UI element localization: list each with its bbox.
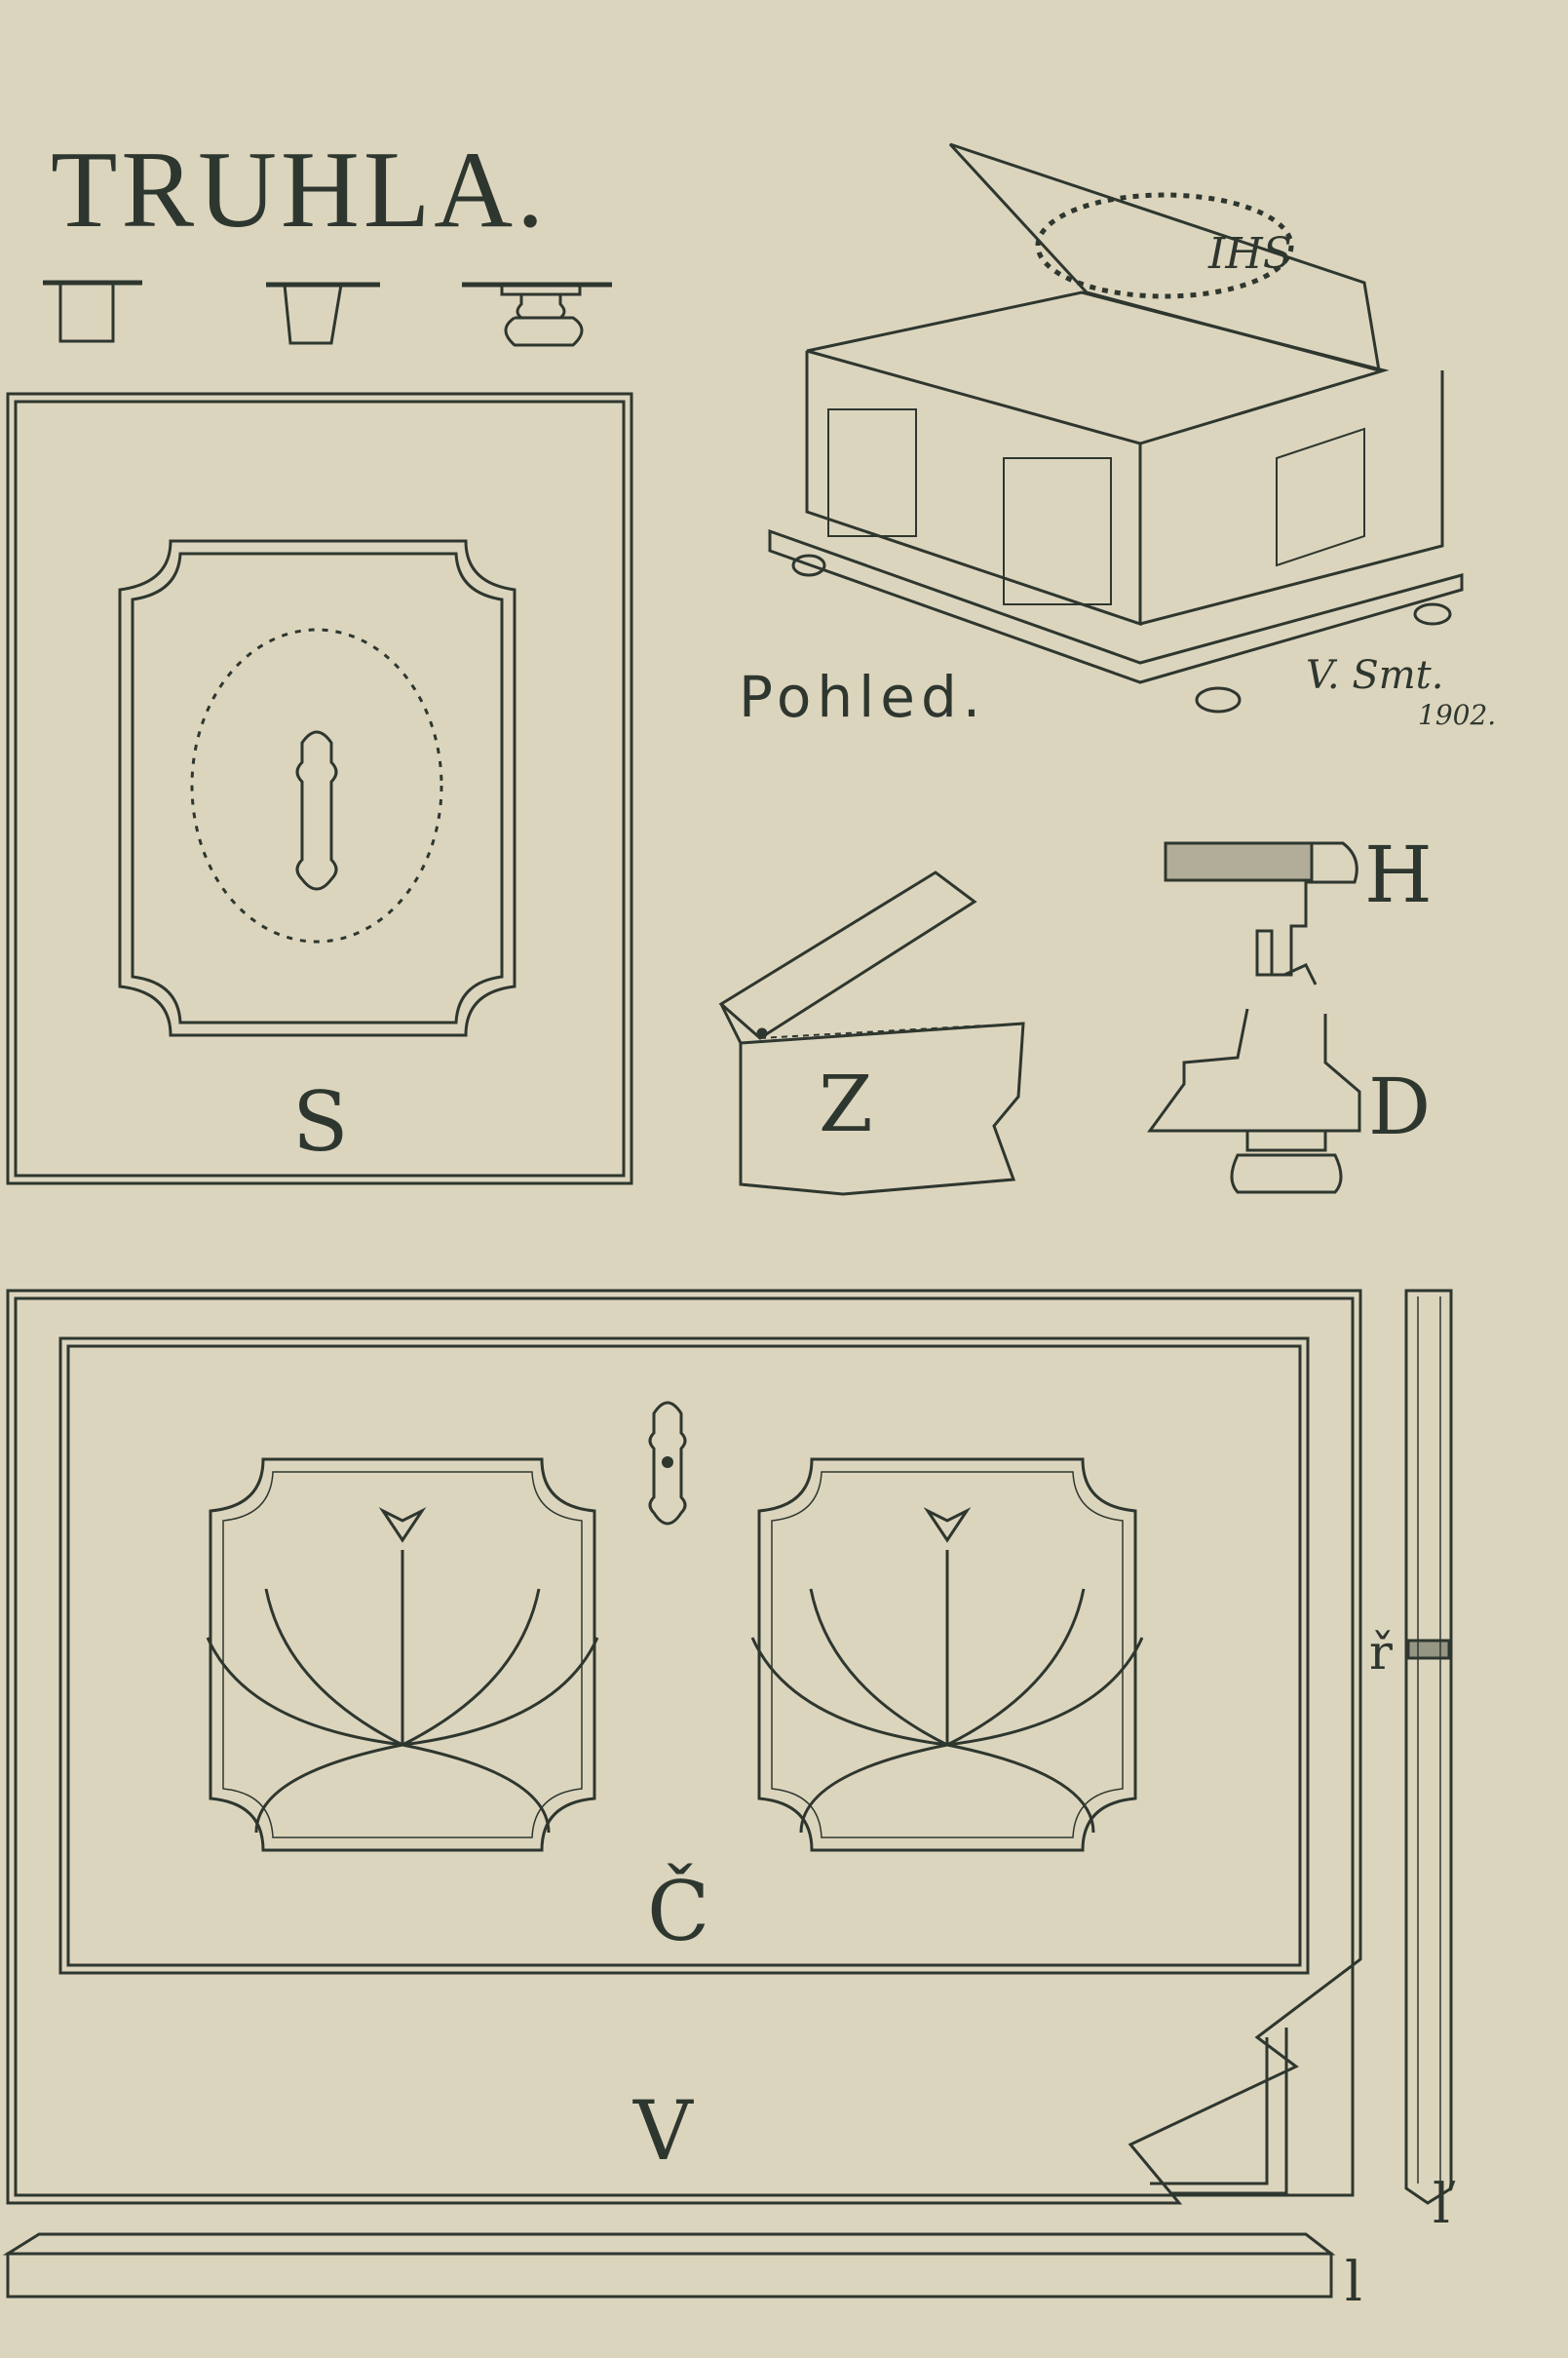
keyhole-escutcheon bbox=[295, 730, 338, 891]
label-s: S bbox=[292, 1074, 349, 1170]
bottom-board bbox=[2, 2232, 1336, 2299]
perspective-view bbox=[768, 142, 1464, 714]
label-d: D bbox=[1368, 1062, 1431, 1152]
label-h: H bbox=[1364, 830, 1433, 920]
foot-profiles bbox=[43, 280, 612, 347]
laurel-wreath bbox=[190, 628, 443, 944]
front-panel-left bbox=[206, 1457, 599, 1852]
label-c: Č bbox=[647, 1863, 709, 1959]
label-v: V bbox=[632, 2083, 694, 2179]
joint-detail-z bbox=[718, 870, 1025, 1196]
front-view: Č V bbox=[6, 1289, 1362, 2205]
bottom-profile-d bbox=[1147, 1008, 1361, 1194]
label-r: ř bbox=[1369, 1624, 1393, 1681]
front-panel-right bbox=[750, 1457, 1144, 1852]
signature-year: 1902. bbox=[1418, 699, 1496, 731]
label-l: l bbox=[1345, 2251, 1362, 2314]
front-escutcheon bbox=[648, 1401, 687, 1526]
lid-profile-h bbox=[1164, 841, 1358, 986]
label-pohled: Pohled. bbox=[739, 664, 986, 730]
label-z: Z bbox=[819, 1059, 873, 1149]
side-section-strip bbox=[1404, 1289, 1453, 2205]
side-view-s: S bbox=[6, 392, 633, 1185]
lid-monogram: IHS bbox=[1207, 229, 1292, 279]
sheet-title: TRUHLA. bbox=[51, 130, 548, 251]
signature-name: V. Smt. bbox=[1306, 653, 1443, 698]
